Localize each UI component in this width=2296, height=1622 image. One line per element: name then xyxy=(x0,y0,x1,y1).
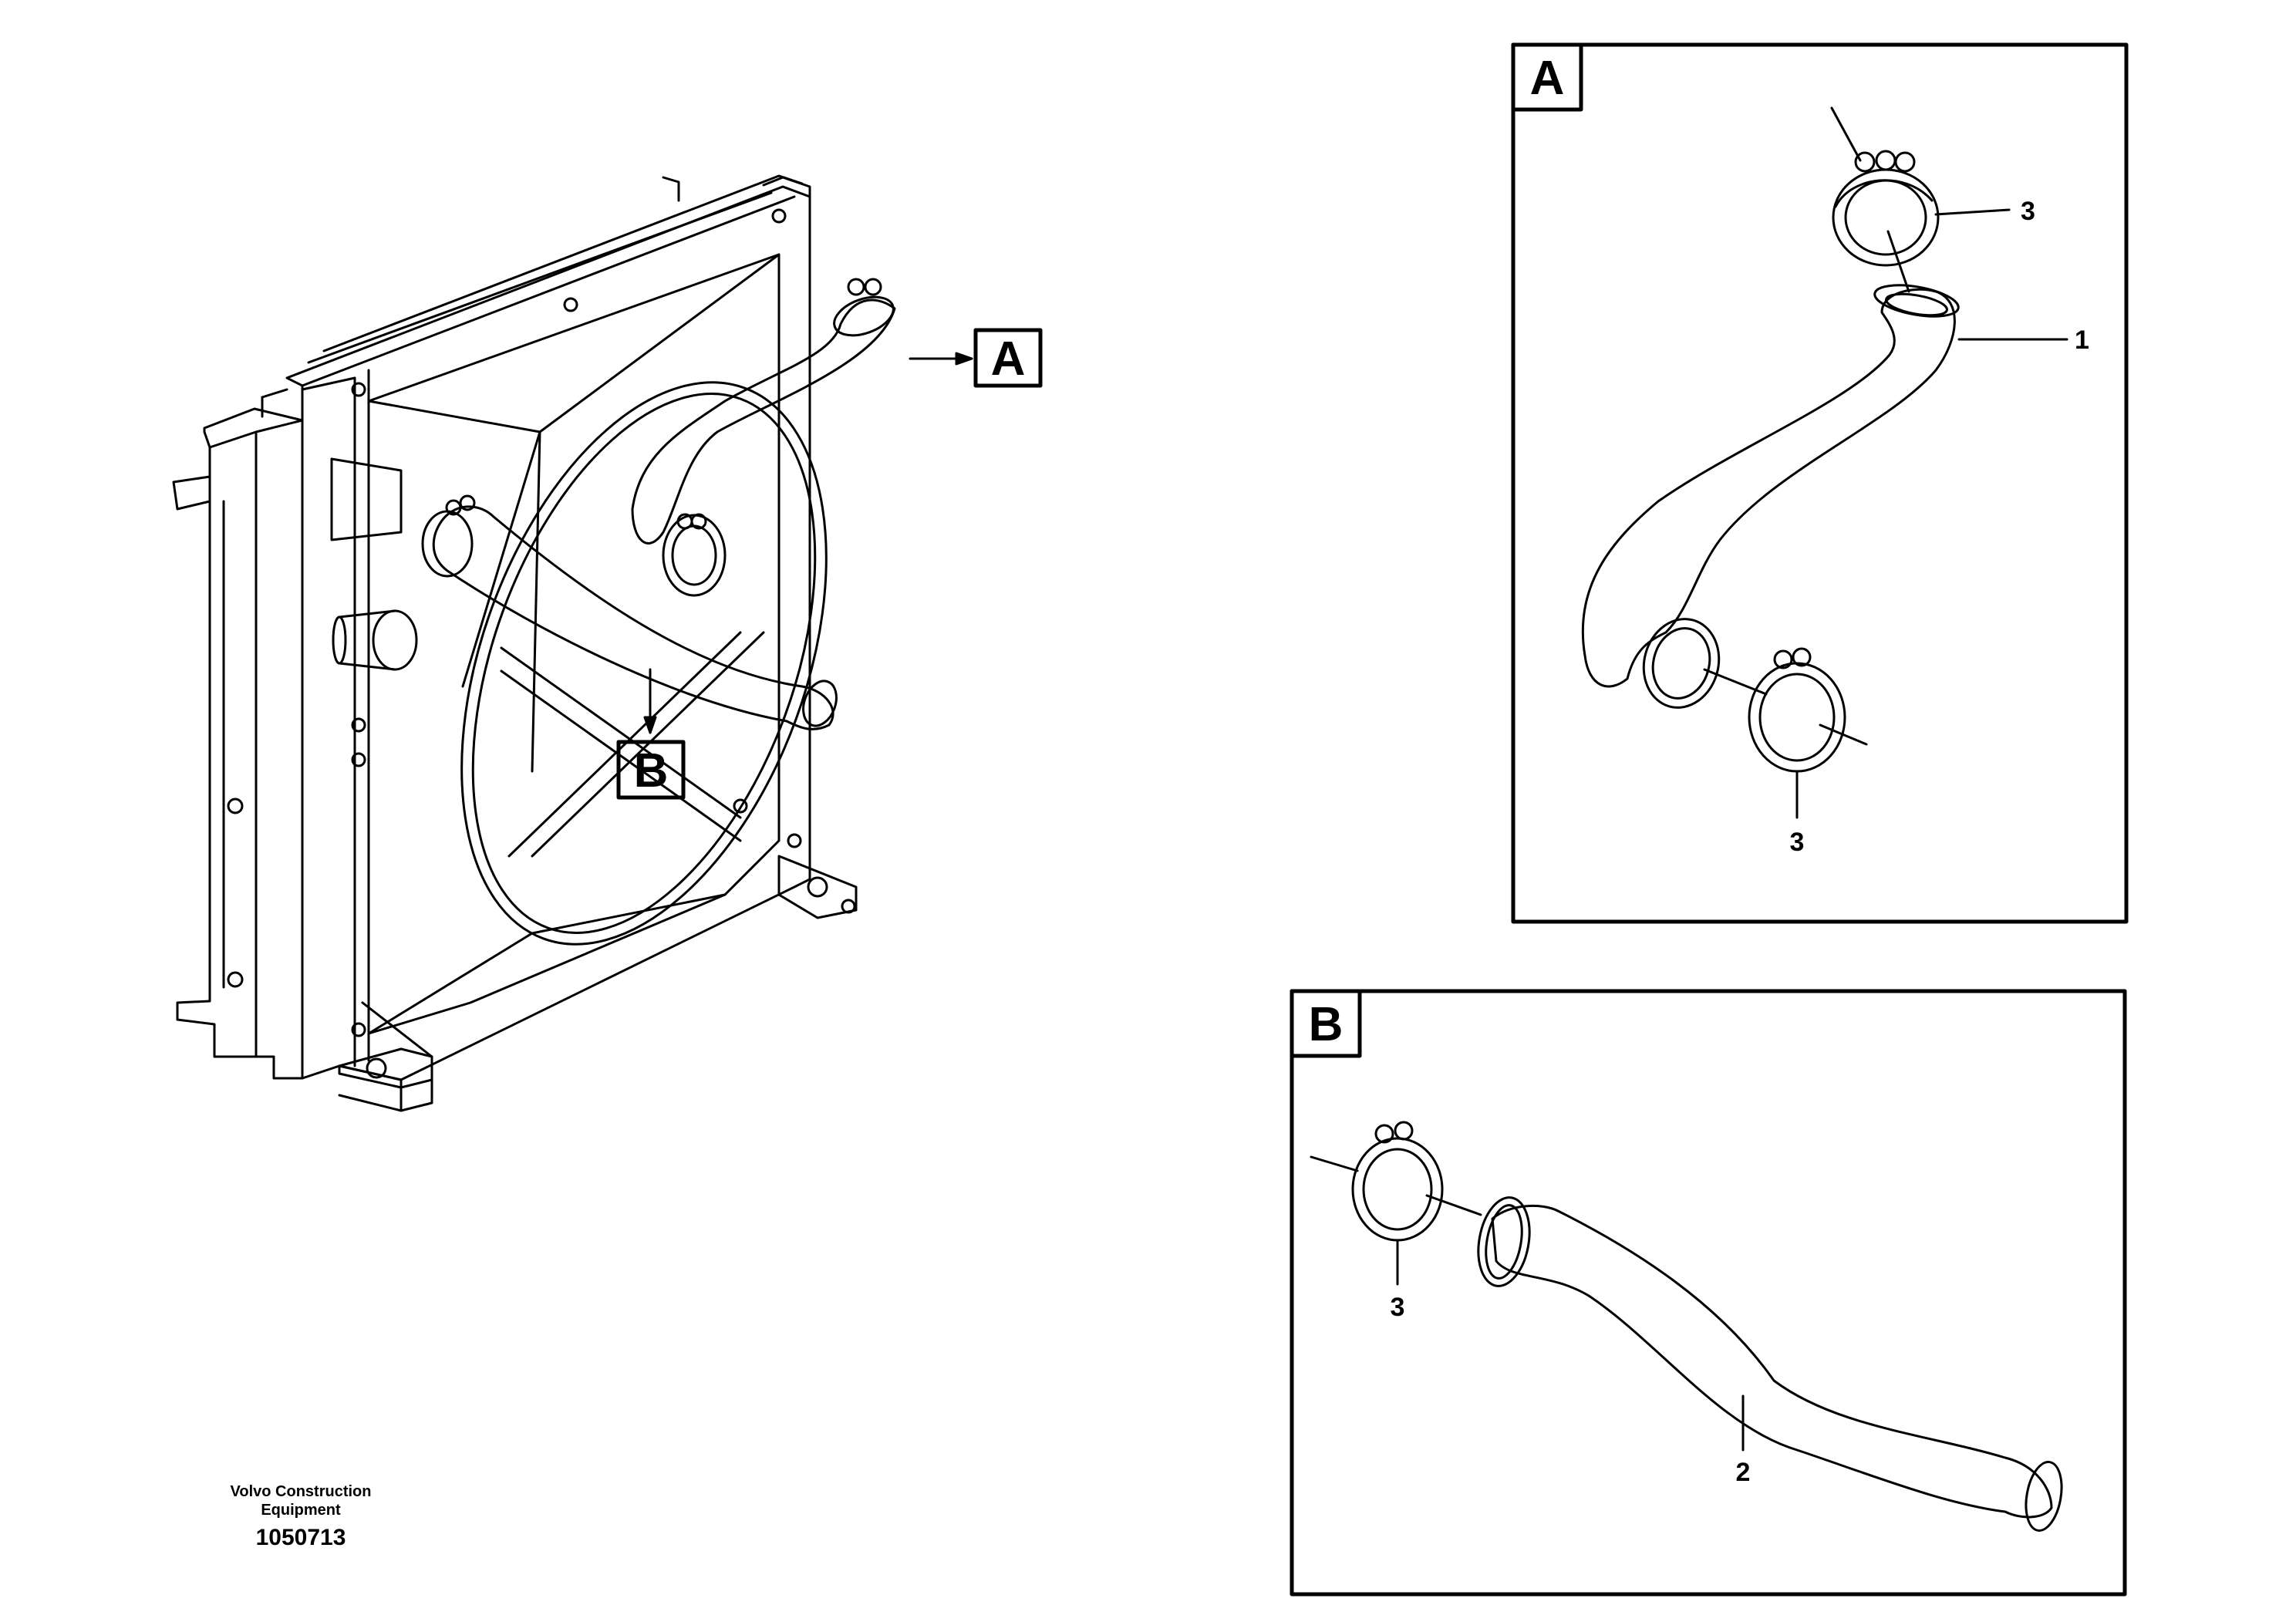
detail-b-callout-hose: 2 xyxy=(1736,1458,1751,1487)
detail-a-callout-clamp-top: 3 xyxy=(2021,197,2035,226)
hose-clamp-top xyxy=(1832,168,1940,267)
hose-clamp xyxy=(1351,1137,1444,1242)
detail-a-callout-clamp-bottom: 3 xyxy=(1790,828,1805,857)
drawing-number: 1050713 xyxy=(255,1525,346,1550)
upper-hose xyxy=(631,298,896,545)
hose-part-1 xyxy=(1581,288,1956,688)
reference-box-b xyxy=(616,740,686,800)
detail-a-callout-hose: 1 xyxy=(2075,325,2089,355)
reference-label-b: B xyxy=(634,744,669,798)
reference-label-a: A xyxy=(991,332,1026,386)
detail-a-letter: A xyxy=(1530,52,1565,105)
hose-clamp-bottom xyxy=(1748,662,1846,773)
radiator-assembly xyxy=(172,174,973,1112)
hose-end-ring xyxy=(1642,618,1721,709)
hose-part-2 xyxy=(1491,1204,2053,1519)
left-side-frame xyxy=(176,407,304,1080)
detail-b-panel xyxy=(1290,989,2127,1597)
lower-hose xyxy=(432,505,834,730)
detail-a-panel xyxy=(1511,42,2129,924)
company-credit: Volvo Construction Equipment xyxy=(230,1483,372,1519)
fan-ring xyxy=(460,381,828,946)
radiator-frame xyxy=(285,185,811,1081)
detail-b-letter: B xyxy=(1309,998,1344,1051)
reference-box-a xyxy=(973,328,1043,388)
detail-b-callout-clamp: 3 xyxy=(1391,1293,1405,1322)
